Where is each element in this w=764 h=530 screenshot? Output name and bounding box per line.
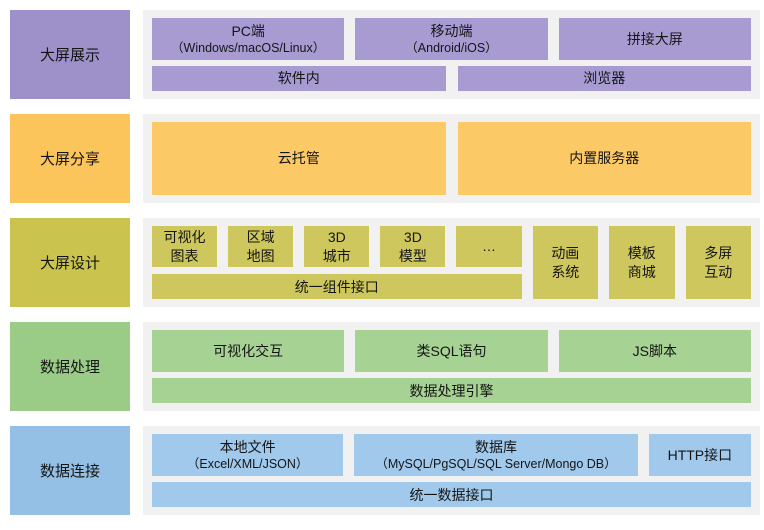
box-multiscreen-interaction: 多屏 互动 [685, 226, 751, 299]
box-ellipsis: … [456, 226, 522, 267]
box-3d-model: 3D 模型 [380, 226, 446, 267]
bar-data-engine: 数据处理引擎 [152, 378, 751, 403]
box-animation-system-line1: 动画 [551, 245, 580, 262]
row-design-label: 大屏设计 [10, 218, 130, 307]
process-top-boxes: 可视化交互 类SQL语句 JS脚本 [152, 330, 751, 372]
design-small-boxes: 可视化 图表 区域 地图 3D 城市 3D 模型 [152, 226, 522, 267]
row-display: 大屏展示 PC端 （Windows/macOS/Linux） 移动端 （Andr… [10, 10, 760, 99]
box-visual-charts-line2: 图表 [170, 247, 199, 264]
box-database: 数据库 （MySQL/PgSQL/SQL Server/Mongo DB） [354, 434, 638, 476]
box-region-map-line1: 区域 [246, 229, 275, 246]
box-animation-system: 动画 系统 [532, 226, 599, 299]
box-cloud-hosting: 云托管 [152, 122, 446, 195]
box-3d-city-line1: 3D [327, 229, 346, 246]
box-region-map-line2: 地图 [246, 247, 275, 264]
row-design: 大屏设计 可视化 图表 区域 地图 3D [10, 218, 760, 307]
row-connect: 数据连接 本地文件 （Excel/XML/JSON） 数据库 （MySQL/Pg… [10, 426, 760, 515]
box-pc: PC端 （Windows/macOS/Linux） [152, 18, 345, 60]
display-top-boxes: PC端 （Windows/macOS/Linux） 移动端 （Android/i… [152, 18, 751, 60]
box-pc-subtitle: （Windows/macOS/Linux） [171, 40, 326, 55]
box-3d-model-line2: 模型 [398, 247, 427, 264]
box-mobile: 移动端 （Android/iOS） [355, 18, 548, 60]
box-browser: 浏览器 [457, 66, 751, 91]
box-local-file-subtitle: （Excel/XML/JSON） [186, 456, 309, 471]
box-3d-city: 3D 城市 [304, 226, 370, 267]
box-video-wall-title: 拼接大屏 [626, 30, 683, 47]
box-database-title: 数据库 [475, 438, 517, 455]
box-3d-city-line2: 城市 [322, 247, 351, 264]
row-process: 数据处理 可视化交互 类SQL语句 JS脚本 数据处理引擎 [10, 322, 760, 411]
box-template-store-line2: 商城 [627, 263, 656, 280]
box-visual-charts: 可视化 图表 [152, 226, 218, 267]
box-visual-interaction: 可视化交互 [152, 330, 345, 372]
display-bottom-boxes: 软件内 浏览器 [152, 66, 751, 91]
box-ellipsis-line1: … [481, 238, 496, 255]
design-wrap: 可视化 图表 区域 地图 3D 城市 3D 模型 [152, 226, 751, 299]
row-share-panel: 云托管 内置服务器 [143, 114, 760, 203]
row-share: 大屏分享 云托管 内置服务器 [10, 114, 760, 203]
connect-top-boxes: 本地文件 （Excel/XML/JSON） 数据库 （MySQL/PgSQL/S… [152, 434, 752, 476]
box-local-file-title: 本地文件 [219, 438, 276, 455]
row-share-label: 大屏分享 [10, 114, 130, 203]
design-right-cluster: 动画 系统 模板 商城 多屏 互动 [532, 226, 751, 299]
box-js-script: JS脚本 [558, 330, 751, 372]
row-process-panel: 可视化交互 类SQL语句 JS脚本 数据处理引擎 [143, 322, 760, 411]
box-mobile-subtitle: （Android/iOS） [405, 40, 498, 55]
box-multiscreen-interaction-line2: 互动 [704, 263, 733, 280]
box-region-map: 区域 地图 [228, 226, 294, 267]
box-in-software: 软件内 [152, 66, 446, 91]
bar-component-api: 统一组件接口 [152, 274, 522, 299]
row-process-label: 数据处理 [10, 322, 130, 411]
box-builtin-server: 内置服务器 [457, 122, 751, 195]
box-pc-title: PC端 [231, 22, 265, 39]
row-connect-panel: 本地文件 （Excel/XML/JSON） 数据库 （MySQL/PgSQL/S… [143, 426, 760, 515]
box-http-api-title: HTTP接口 [667, 446, 733, 463]
box-template-store-line1: 模板 [627, 245, 656, 262]
row-display-label: 大屏展示 [10, 10, 130, 99]
row-design-panel: 可视化 图表 区域 地图 3D 城市 3D 模型 [143, 218, 760, 307]
box-multiscreen-interaction-line1: 多屏 [704, 245, 733, 262]
row-connect-label: 数据连接 [10, 426, 130, 515]
row-display-panel: PC端 （Windows/macOS/Linux） 移动端 （Android/i… [143, 10, 760, 99]
box-http-api: HTTP接口 [648, 434, 752, 476]
box-animation-system-line2: 系统 [551, 263, 580, 280]
box-database-subtitle: （MySQL/PgSQL/SQL Server/Mongo DB） [375, 456, 617, 471]
box-template-store: 模板 商城 [609, 226, 675, 299]
box-video-wall: 拼接大屏 [558, 18, 751, 60]
box-visual-charts-line1: 可视化 [163, 229, 206, 246]
box-sql-like: 类SQL语句 [355, 330, 548, 372]
box-local-file: 本地文件 （Excel/XML/JSON） [152, 434, 344, 476]
design-left-cluster: 可视化 图表 区域 地图 3D 城市 3D 模型 [152, 226, 522, 299]
box-3d-model-line1: 3D [403, 229, 422, 246]
box-mobile-title: 移动端 [430, 22, 473, 39]
bar-unified-data-api: 统一数据接口 [152, 482, 751, 507]
